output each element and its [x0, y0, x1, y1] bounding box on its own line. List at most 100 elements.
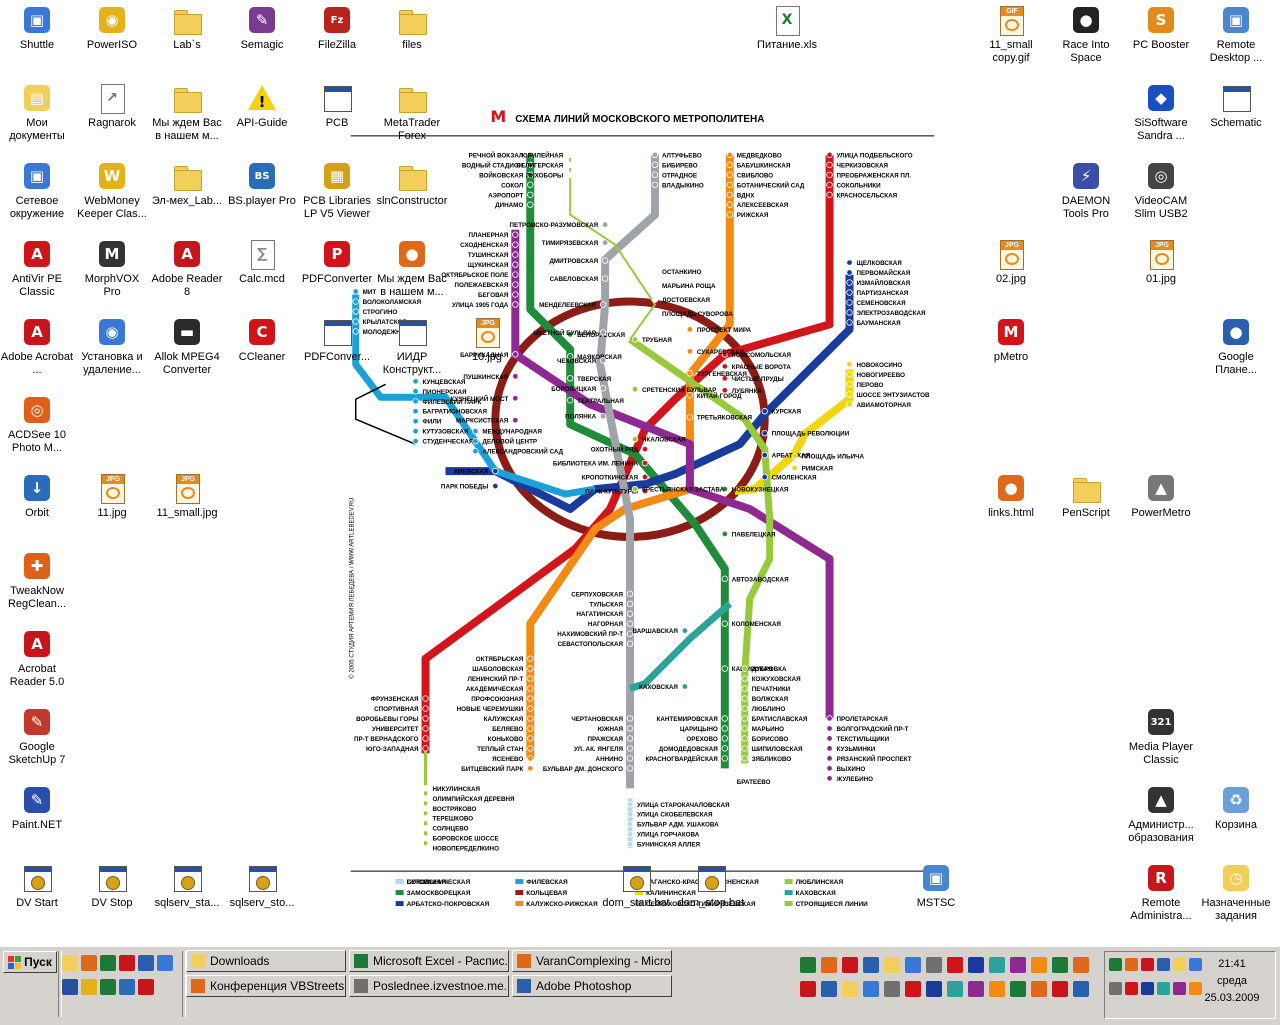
desktop-shortcut[interactable]: ✎Semagic	[225, 2, 299, 52]
desktop-shortcut[interactable]: ▤Мои документы	[0, 80, 74, 143]
tray-app-icon[interactable]	[968, 957, 984, 973]
tray-app-icon[interactable]	[989, 957, 1005, 973]
tray-app-icon[interactable]	[968, 981, 984, 997]
tray-icon[interactable]	[1125, 982, 1138, 995]
quick-launch-icon[interactable]	[100, 955, 116, 971]
start-button[interactable]: Пуск	[3, 951, 57, 973]
quick-launch-icon[interactable]	[157, 955, 173, 971]
quick-launch-icon[interactable]	[62, 979, 78, 995]
taskbar-window-button[interactable]: Adobe Photoshop	[512, 975, 672, 997]
tray-app-icon[interactable]	[1031, 957, 1047, 973]
desktop-shortcut[interactable]: ↗Ragnarok	[75, 80, 149, 130]
taskbar-window-button[interactable]: Конференция VBStreets...	[186, 975, 346, 997]
desktop-shortcut[interactable]: DV Start	[0, 860, 74, 910]
quick-launch-icon[interactable]	[81, 955, 97, 971]
desktop-shortcut[interactable]: ▲Администр... образования	[1124, 782, 1198, 845]
tray-icon[interactable]	[1189, 982, 1202, 995]
desktop-shortcut[interactable]: dom_start.bat	[599, 860, 673, 910]
desktop-shortcut[interactable]: Lab`s	[150, 2, 224, 52]
tray-app-icon[interactable]	[863, 957, 879, 973]
desktop-shortcut[interactable]: Эл-мех_Lab...	[150, 158, 224, 208]
tray-app-icon[interactable]	[905, 957, 921, 973]
desktop-shortcut[interactable]: ◉PowerISO	[75, 2, 149, 52]
tray-icon[interactable]	[1157, 958, 1170, 971]
desktop-shortcut[interactable]: ●links.html	[974, 470, 1048, 520]
desktop-shortcut[interactable]: ●Мы ждем Вас в нашем м...	[375, 236, 449, 299]
desktop-shortcut[interactable]: files	[375, 2, 449, 52]
desktop-shortcut[interactable]: ∑Calc.mcd	[225, 236, 299, 286]
desktop-shortcut[interactable]: sqlserv_sto...	[225, 860, 299, 910]
taskbar-window-button[interactable]: VaranComplexing - Micro...	[512, 950, 672, 972]
desktop-shortcut[interactable]: ◷Назначенные задания	[1199, 860, 1273, 923]
desktop-shortcut[interactable]: ИИДР Конструкт...	[375, 314, 449, 377]
tray-icon[interactable]	[1173, 958, 1186, 971]
desktop-shortcut[interactable]: ▦PCB Libraries LP V5 Viewer	[300, 158, 374, 221]
tray-app-icon[interactable]	[884, 957, 900, 973]
tray-app-icon[interactable]	[1031, 981, 1047, 997]
tray-icon[interactable]	[1189, 958, 1202, 971]
tray-app-icon[interactable]	[821, 957, 837, 973]
desktop-shortcut[interactable]: ✚TweakNow RegClean...	[0, 548, 74, 611]
desktop-shortcut[interactable]: ▣MSTSC	[899, 860, 973, 910]
desktop-shortcut[interactable]: ▣Сетевое окружение	[0, 158, 74, 221]
tray-app-icon[interactable]	[1052, 957, 1068, 973]
taskbar-window-button[interactable]: Microsoft Excel - Распис...	[349, 950, 509, 972]
desktop-shortcut[interactable]: ↓Orbit	[0, 470, 74, 520]
desktop-shortcut[interactable]: ♻Корзина	[1199, 782, 1273, 832]
tray-app-icon[interactable]	[1073, 981, 1089, 997]
tray-app-icon[interactable]	[821, 981, 837, 997]
desktop-shortcut[interactable]: ▣Remote Desktop ...	[1199, 2, 1273, 65]
tray-icon[interactable]	[1125, 958, 1138, 971]
desktop-shortcut[interactable]: ▣Shuttle	[0, 2, 74, 52]
desktop-shortcut[interactable]: ●Race Into Space	[1049, 2, 1123, 65]
tray-icon[interactable]	[1109, 982, 1122, 995]
tray-app-icon[interactable]	[926, 957, 942, 973]
desktop-shortcut[interactable]: ◉Установка и удаление...	[75, 314, 149, 377]
desktop-shortcut[interactable]: ◎VideoCAM Slim USB2	[1124, 158, 1198, 221]
desktop-shortcut[interactable]: PDFConver...	[300, 314, 374, 364]
desktop-shortcut[interactable]: Мы ждем Вас в нашем м...	[150, 80, 224, 143]
quick-launch-icon[interactable]	[62, 955, 78, 971]
desktop-shortcut[interactable]: Schematic	[1199, 80, 1273, 130]
quick-launch-icon[interactable]	[138, 979, 154, 995]
desktop-shortcut[interactable]: PenScript	[1049, 470, 1123, 520]
desktop-shortcut[interactable]: ◆SiSoftware Sandra ...	[1124, 80, 1198, 143]
desktop-shortcut[interactable]: ▬Allok MPEG4 Converter	[150, 314, 224, 377]
tray-app-icon[interactable]	[989, 981, 1005, 997]
tray-app-icon[interactable]	[947, 981, 963, 997]
tray-icon[interactable]	[1141, 982, 1154, 995]
tray-icon[interactable]	[1141, 958, 1154, 971]
desktop-shortcut[interactable]: ⚡DAEMON Tools Pro	[1049, 158, 1123, 221]
tray-app-icon[interactable]	[800, 957, 816, 973]
tray-app-icon[interactable]	[842, 957, 858, 973]
quick-launch-icon[interactable]	[119, 979, 135, 995]
tray-app-icon[interactable]	[800, 981, 816, 997]
quick-launch-icon[interactable]	[81, 979, 97, 995]
quick-launch-icon[interactable]	[119, 955, 135, 971]
desktop-shortcut[interactable]: !API-Guide	[225, 80, 299, 130]
desktop-shortcut[interactable]: ✎Paint.NET	[0, 782, 74, 832]
desktop-shortcut[interactable]: ▲PowerMetro	[1124, 470, 1198, 520]
tray-app-icon[interactable]	[926, 981, 942, 997]
tray-app-icon[interactable]	[1052, 981, 1068, 997]
